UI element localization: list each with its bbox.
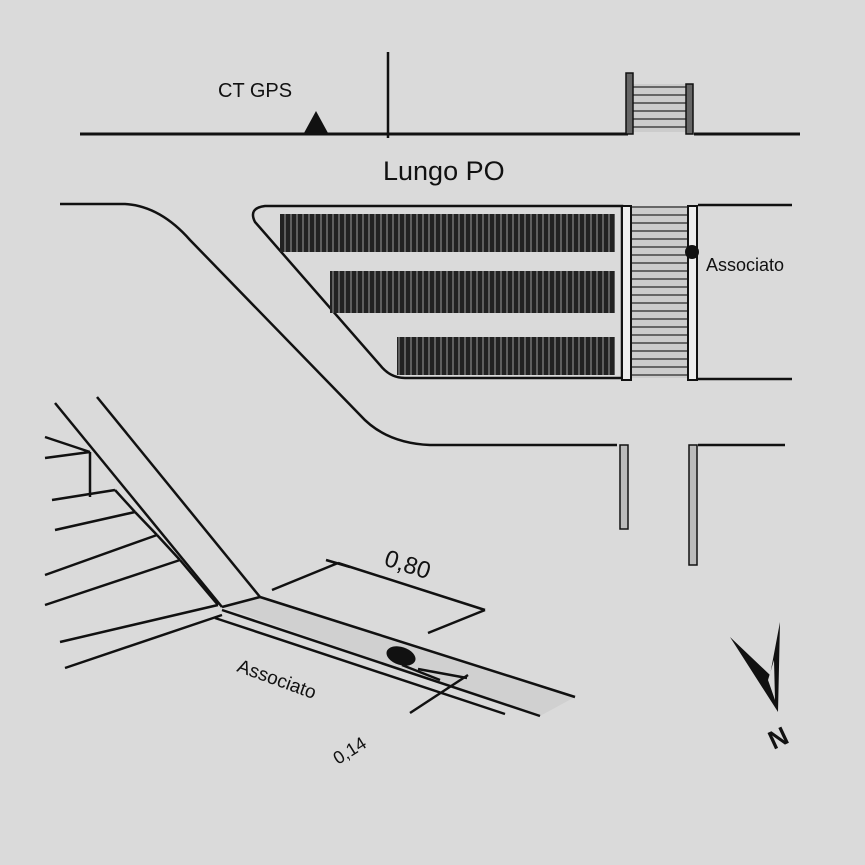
dimension-width — [271, 558, 486, 635]
road-edge-curve — [60, 202, 617, 447]
side-street-edges — [619, 444, 698, 566]
ct-gps-label: CT GPS — [218, 80, 292, 102]
associato-bottom-label: Associato — [234, 656, 319, 704]
street-name-label: Lungo PO — [383, 156, 505, 186]
north-arrow-icon — [730, 622, 780, 712]
top-street-edge — [80, 52, 800, 138]
top-crosswalk — [625, 72, 694, 135]
north-label: N — [763, 720, 793, 755]
associato-top-label: Associato — [706, 255, 784, 275]
stairs-detail — [44, 396, 261, 670]
main-crosswalk — [621, 205, 698, 381]
associato-point-icon — [386, 646, 416, 666]
dimension-diameter — [401, 663, 469, 715]
gps-triangle-icon — [304, 111, 328, 133]
parking-rows — [280, 214, 615, 375]
associato-marker-icon — [685, 245, 699, 259]
dimension-diameter-label: 0,14 — [330, 733, 370, 769]
